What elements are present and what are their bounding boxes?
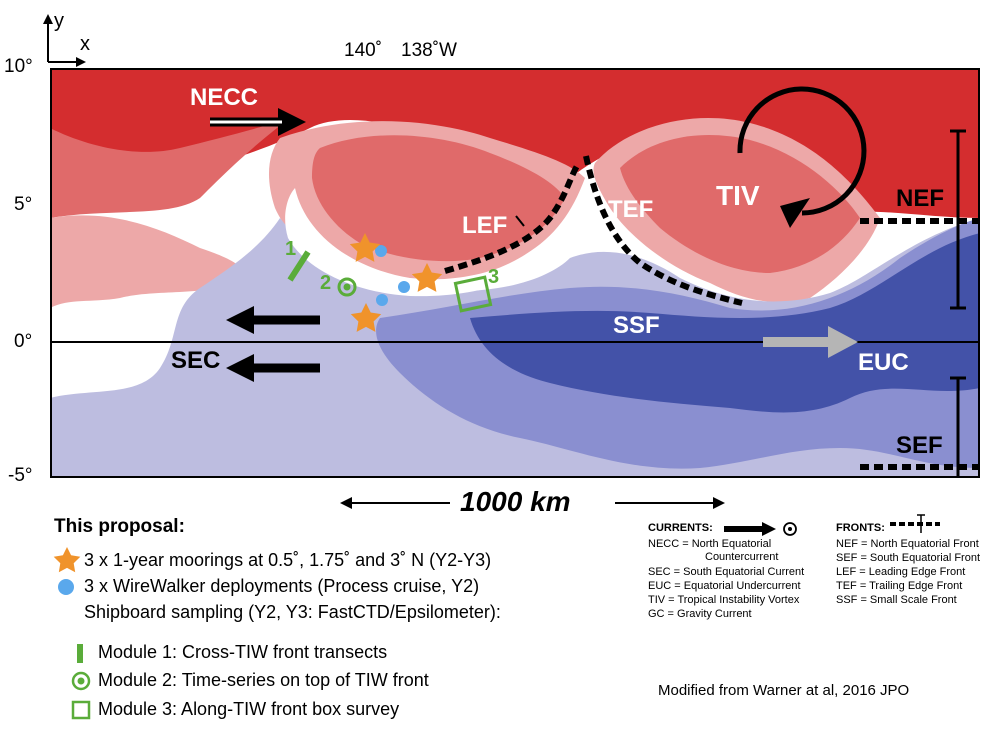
- legend-module-1: Module 1: Cross-TIW front transects: [98, 642, 388, 662]
- currents-legend-symbols: [724, 522, 797, 536]
- wirewalker-icon: [58, 579, 74, 595]
- fronts-item-ssf: SSF = Small Scale Front: [836, 594, 957, 606]
- transect-icon: [77, 644, 83, 663]
- label-nef: NEF: [896, 185, 944, 212]
- wirewalker-3: [376, 294, 388, 306]
- fronts-item-sef: SEF = South Equatorial Front: [836, 552, 980, 564]
- tiv-arrow: [737, 86, 867, 216]
- lon-label-138w: 138˚W: [401, 40, 457, 61]
- star-icon: [53, 547, 81, 573]
- lat-label-0: 0°: [14, 331, 33, 352]
- label-lef: LEF: [462, 212, 508, 239]
- fronts-item-nef: NEF = North Equatorial Front: [836, 538, 979, 550]
- mooring-star-2: [411, 263, 443, 292]
- map-frame: [50, 68, 980, 478]
- legend-module-2: Module 2: Time-series on top of TIW fron…: [98, 670, 429, 690]
- label-ssf: SSF: [613, 312, 660, 339]
- axes-indicator: [43, 14, 86, 67]
- lat-label-10: 10°: [4, 56, 33, 77]
- label-necc: NECC: [190, 84, 259, 111]
- lef-front: [444, 164, 580, 274]
- lon-label-140: 140˚: [344, 40, 383, 61]
- label-module-1: 1: [285, 238, 297, 260]
- map-panel: [50, 68, 980, 478]
- lat-label-minus5: -5°: [8, 465, 33, 486]
- central-warm-mid: [312, 135, 565, 262]
- mooring-star-1: [349, 233, 381, 262]
- module-2-marker: [337, 277, 357, 297]
- credit-text: Modified from Warner at al, 2016 JPO: [658, 682, 910, 699]
- timeseries-icon: [71, 671, 91, 691]
- legend-module-3: Module 3: Along-TIW front box survey: [98, 699, 400, 719]
- cool-region-dark: [470, 233, 980, 413]
- white-tongue: [285, 188, 550, 297]
- wirewalker-2: [398, 281, 410, 293]
- currents-legend-title: CURRENTS:: [648, 522, 713, 534]
- warm-region-mid: [50, 118, 290, 218]
- lat-label-5: 5°: [14, 194, 33, 215]
- module-3-box: [453, 275, 493, 313]
- label-tef: TEF: [608, 196, 654, 223]
- currents-item-sec: SEC = South Equatorial Current: [648, 566, 805, 578]
- label-euc: EUC: [858, 349, 909, 376]
- box-survey-icon: [71, 700, 91, 720]
- legend-shipboard: Shipboard sampling (Y2, Y3: FastCTD/Epsi…: [84, 602, 501, 622]
- fronts-legend-title: FRONTS:: [836, 522, 885, 534]
- fronts-item-lef: LEF = Leading Edge Front: [836, 566, 966, 578]
- scale-bar: [340, 497, 725, 509]
- y-axis-label: y: [54, 10, 64, 32]
- currents-item-necc: NECC = North Equatorial: [648, 538, 772, 550]
- label-module-2: 2: [320, 272, 332, 294]
- white-gap-southwest: [50, 298, 169, 373]
- module-1-transect: [287, 250, 311, 282]
- currents-item-necc-cont: Countercurrent: [705, 551, 779, 563]
- currents-item-euc: EUC = Equatorial Undercurrent: [648, 580, 801, 592]
- tiv-arrow-head: [780, 198, 810, 228]
- label-sef: SEF: [896, 432, 943, 459]
- tiv-region-mid: [620, 135, 860, 273]
- label-tiv: TIV: [716, 180, 760, 211]
- legend-title: This proposal:: [54, 516, 185, 537]
- mooring-star-3: [350, 303, 382, 332]
- currents-item-tiv: TIV = Tropical Instability Vortex: [648, 594, 800, 606]
- legend-wirewalker: 3 x WireWalker deployments (Process crui…: [84, 576, 480, 596]
- fronts-legend-symbol: [890, 514, 940, 533]
- warm-region-light-left: [50, 215, 243, 308]
- x-axis-label: x: [80, 33, 90, 55]
- currents-item-gc: GC = Gravity Current: [648, 608, 752, 620]
- scale-label: 1000 km: [460, 486, 571, 517]
- lef-tick: [515, 215, 525, 227]
- fronts-item-tef: TEF = Trailing Edge Front: [836, 580, 963, 592]
- label-module-3: 3: [488, 266, 500, 288]
- legend-moorings: 3 x 1-year moorings at 0.5˚, 1.75˚ and 3…: [84, 550, 492, 570]
- label-sec: SEC: [171, 347, 221, 374]
- wirewalker-1: [375, 245, 387, 257]
